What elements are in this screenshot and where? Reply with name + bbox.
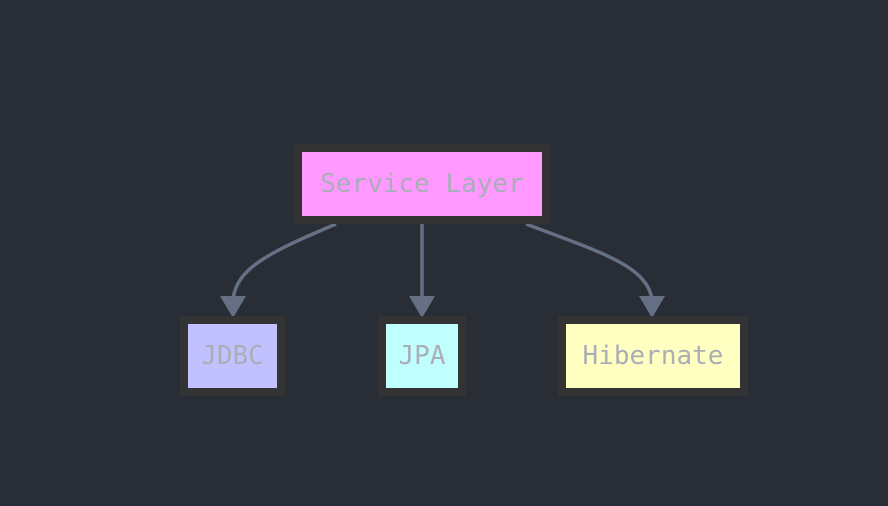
- node-service-layer-label: Service Layer: [320, 169, 524, 199]
- node-service-layer[interactable]: Service Layer: [294, 144, 550, 224]
- node-hibernate-box: [558, 316, 748, 396]
- node-hibernate-label: Hibernate: [583, 341, 724, 371]
- edge-service-to-hibernate-arrowhead: [639, 296, 665, 318]
- node-hibernate[interactable]: Hibernate: [558, 316, 748, 396]
- edge-service-to-jdbc-arrowhead: [220, 296, 246, 318]
- edges: [220, 222, 665, 318]
- node-service-layer-box: [294, 144, 550, 224]
- node-jdbc-box: [180, 316, 285, 396]
- edge-service-to-jpa-arrowhead: [409, 296, 435, 318]
- node-jpa-box: [378, 316, 466, 396]
- node-jpa-label: JPA: [399, 341, 446, 371]
- edge-service-to-jdbc: [231, 222, 337, 301]
- node-jdbc-label: JDBC: [201, 341, 264, 371]
- edge-service-to-hibernate: [525, 222, 654, 301]
- node-jpa[interactable]: JPA: [378, 316, 466, 396]
- node-jdbc[interactable]: JDBC: [180, 316, 285, 396]
